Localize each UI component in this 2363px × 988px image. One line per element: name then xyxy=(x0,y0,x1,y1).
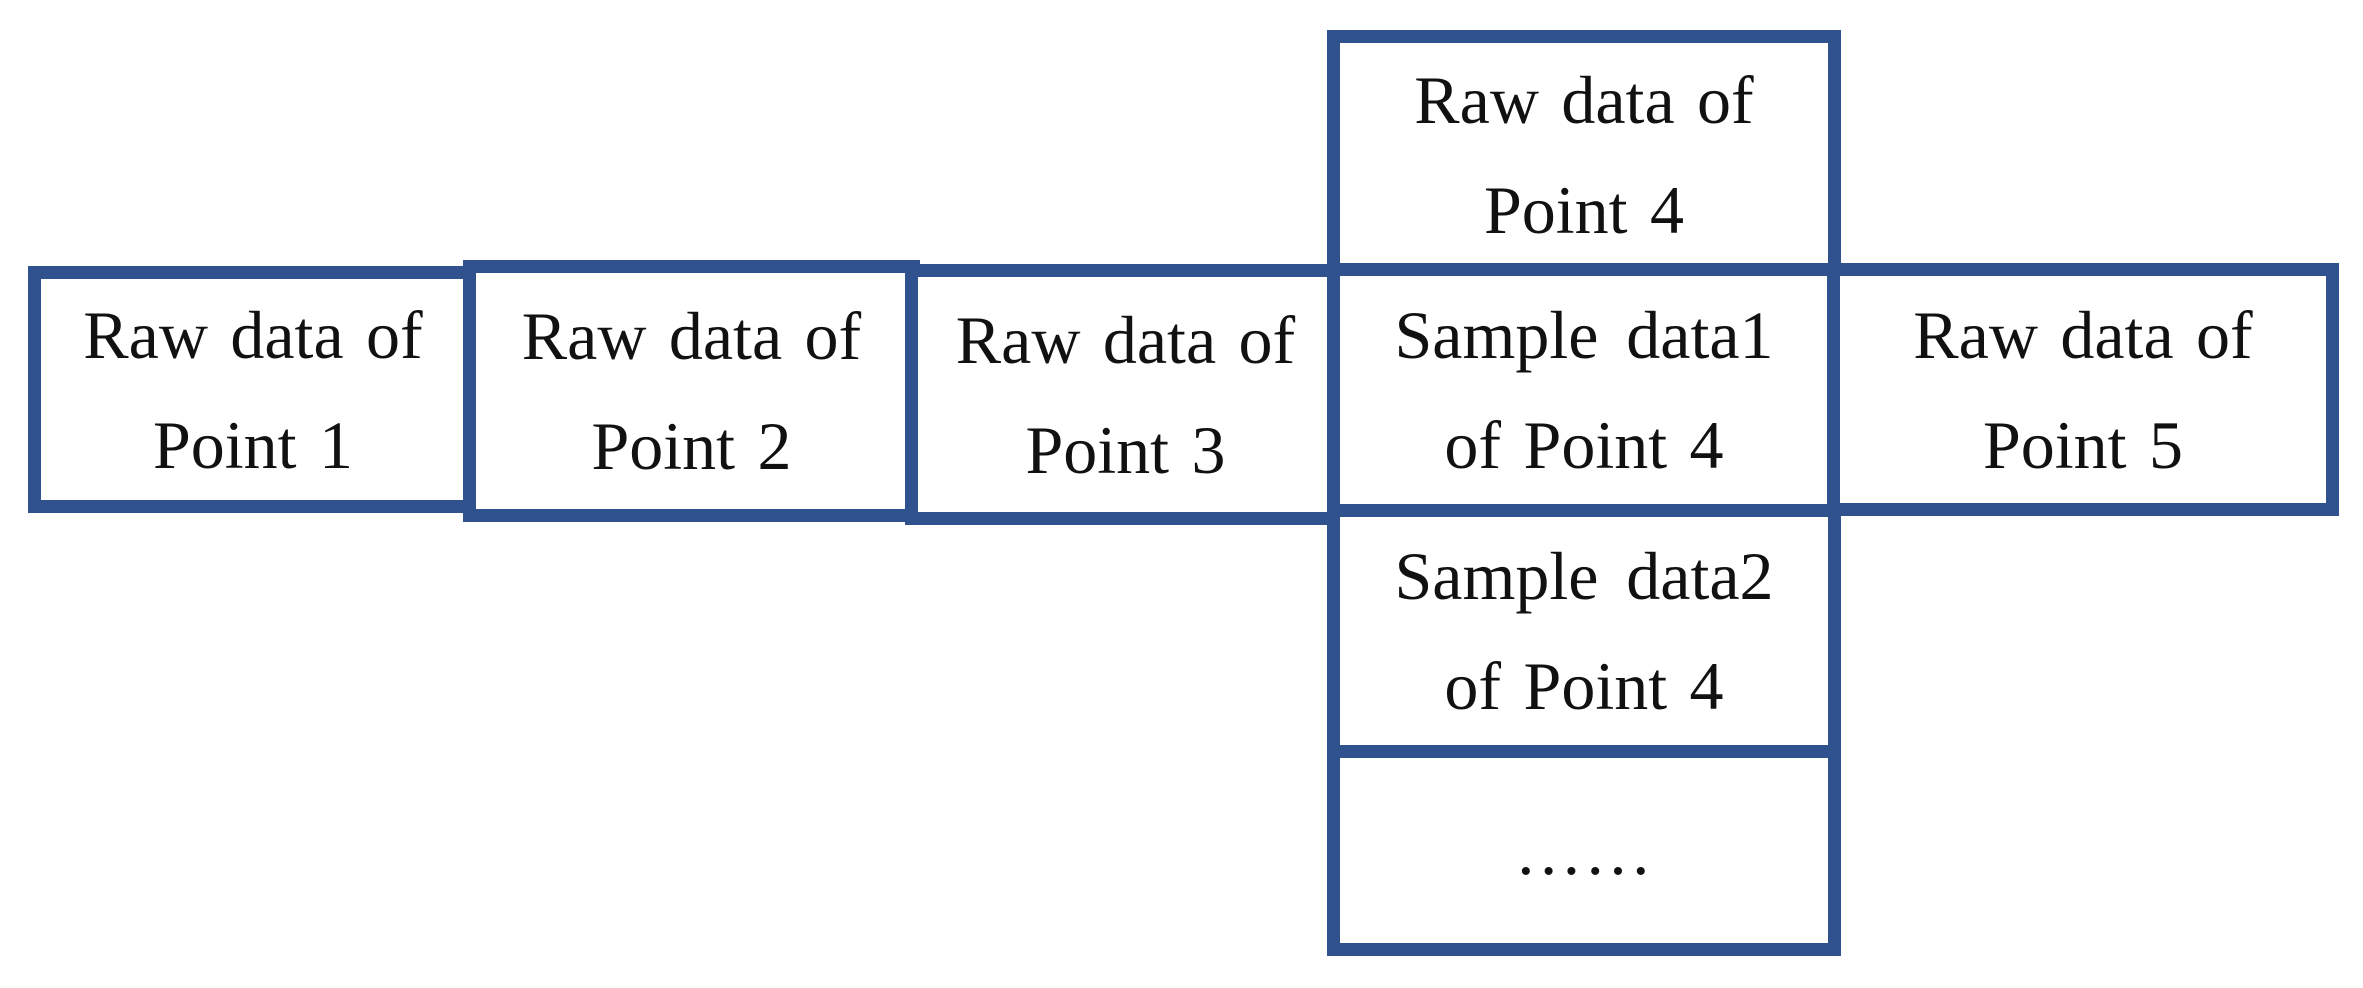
node-raw-data-point-2: Raw data of Point 2 xyxy=(463,260,920,522)
node-label-line2: of Point 4 xyxy=(1444,407,1724,483)
node-sample-data1-point-4: Sample data1 of Point 4 xyxy=(1327,263,1841,517)
node-label-line1: Raw data of xyxy=(521,298,862,374)
node-raw-data-point-1: Raw data of Point 1 xyxy=(28,266,478,513)
node-label-line1: Raw data of xyxy=(1414,61,1754,138)
node-raw-data-point-4: Raw data of Point 4 xyxy=(1327,30,1841,279)
node-ellipsis-more-samples: …… xyxy=(1327,745,1841,956)
node-raw-data-point-5: Raw data of Point 5 xyxy=(1827,263,2339,516)
node-label-line2: Point 5 xyxy=(1982,406,2184,483)
node-label-line2: Point 1 xyxy=(152,406,354,483)
node-label-line2: Point 3 xyxy=(1025,411,1226,488)
ellipsis-label: …… xyxy=(1514,812,1654,889)
node-label-line1: Sample data2 xyxy=(1394,538,1774,614)
node-label-line1: Sample data1 xyxy=(1394,297,1774,373)
node-label-line1: Raw data of xyxy=(1913,296,2253,373)
node-raw-data-point-3: Raw data of Point 3 xyxy=(905,264,1346,525)
node-label-line2: of Point 4 xyxy=(1444,648,1724,724)
node-label-line1: Raw data of xyxy=(83,296,423,373)
node-label-line2: Point 4 xyxy=(1483,171,1685,248)
node-sample-data2-point-4: Sample data2 of Point 4 xyxy=(1327,504,1841,758)
node-label-line1: Raw data of xyxy=(955,301,1296,378)
node-label-line2: Point 2 xyxy=(591,408,792,484)
